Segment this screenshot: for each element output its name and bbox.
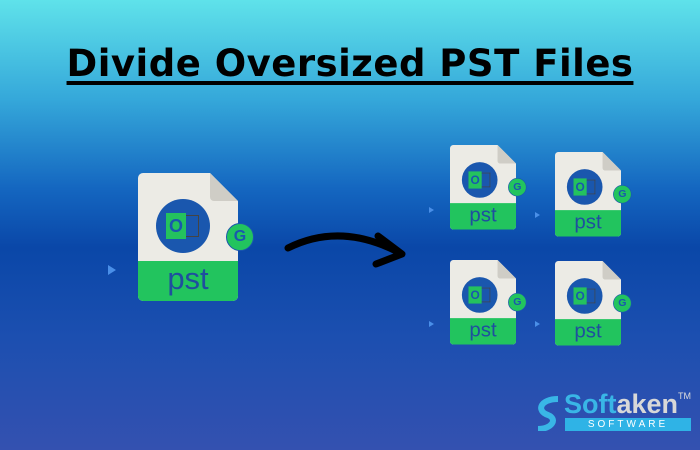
refresh-badge-icon: G — [613, 294, 632, 313]
play-marker-icon — [429, 207, 434, 213]
play-marker-icon — [429, 321, 434, 327]
outlook-icon: O — [566, 169, 603, 205]
trademark: TM — [678, 391, 691, 401]
brand-name-a: Soft — [564, 389, 617, 419]
envelope-icon — [481, 172, 491, 188]
outlook-letter: O — [468, 286, 482, 304]
file-label: pst — [450, 318, 516, 345]
swoosh-icon — [537, 396, 559, 431]
file-fold — [602, 152, 621, 171]
envelope-icon — [586, 288, 596, 304]
play-marker-icon — [535, 321, 540, 327]
file-label: pst — [555, 319, 621, 346]
page-title: Divide Oversized PST Files — [66, 42, 634, 85]
envelope-icon — [186, 215, 199, 237]
play-marker-icon — [108, 265, 116, 275]
outlook-icon: O — [156, 199, 210, 253]
envelope-icon — [481, 287, 491, 303]
outlook-letter: O — [166, 213, 186, 239]
refresh-badge-icon: G — [613, 185, 632, 204]
brand-name-b: aken — [616, 389, 679, 419]
file-fold — [210, 173, 238, 201]
outlook-icon: O — [461, 162, 498, 198]
refresh-badge-icon: G — [226, 223, 254, 251]
file-label: pst — [450, 203, 516, 230]
outlook-icon: O — [566, 278, 603, 314]
outlook-letter: O — [573, 287, 587, 305]
outlook-icon: O — [461, 277, 498, 313]
arrow-icon — [284, 232, 406, 268]
play-marker-icon — [535, 212, 540, 218]
file-label: pst — [138, 261, 238, 301]
file-fold — [602, 261, 621, 280]
envelope-icon — [586, 179, 596, 195]
refresh-badge-icon: G — [508, 293, 527, 312]
refresh-badge-icon: G — [508, 178, 527, 197]
file-label: pst — [555, 210, 621, 237]
softaken-logo: Softaken TM SOFTWARE — [534, 389, 694, 433]
file-fold — [497, 260, 516, 279]
file-fold — [497, 145, 516, 164]
outlook-letter: O — [573, 178, 587, 196]
brand-subtitle: SOFTWARE — [565, 418, 691, 431]
outlook-letter: O — [468, 171, 482, 189]
